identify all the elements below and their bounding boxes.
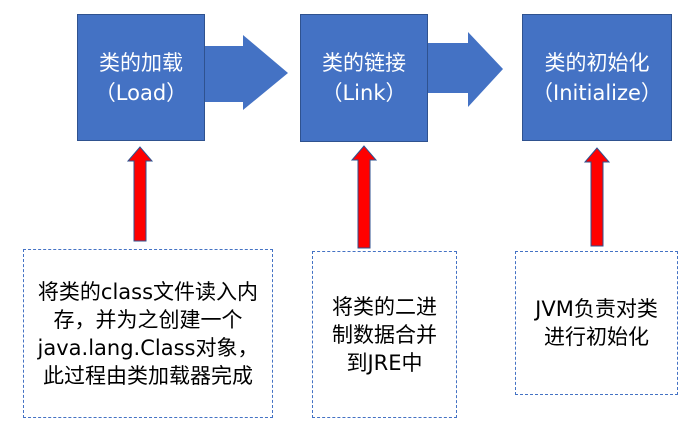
note-line: 此过程由类加载器完成 [43, 363, 253, 388]
up-arrow-link-icon [350, 145, 378, 249]
note-line: 将类的class文件读入内 [37, 279, 259, 304]
flow-arrow-load-to-link-icon [205, 35, 288, 110]
note-line: 到JRE中 [346, 350, 423, 375]
note-box-load: 将类的class文件读入内 存，并为之创建一个 java.lang.Class对… [23, 249, 273, 418]
stage-box-initialize: 类的初始化 （Initialize） [522, 14, 672, 141]
up-arrow-load-icon [126, 146, 154, 242]
stage-link-subtitle: （Link） [321, 81, 407, 105]
stage-initialize-subtitle: （Initialize） [532, 80, 662, 105]
stage-load-subtitle: （Load） [94, 80, 188, 105]
note-line: java.lang.Class对象， [37, 335, 259, 360]
flow-arrow-link-to-initialize-icon [428, 32, 503, 107]
note-line: 存，并为之创建一个 [53, 307, 243, 332]
stage-link-title: 类的链接 [322, 51, 406, 75]
stage-box-load: 类的加载 （Load） [77, 14, 205, 141]
stage-load-title: 类的加载 [99, 50, 183, 75]
note-line: JVM负责对类 [535, 297, 658, 321]
note-box-link: 将类的二进 制数据合并 到JRE中 [312, 251, 457, 418]
up-arrow-initialize-icon [583, 147, 611, 247]
note-box-initialize: JVM负责对类 进行初始化 [515, 251, 678, 395]
note-line: 进行初始化 [544, 325, 649, 349]
stage-box-link: 类的链接 （Link） [300, 14, 428, 142]
stage-initialize-title: 类的初始化 [544, 50, 650, 75]
note-line: 制数据合并 [332, 322, 437, 347]
note-line: 将类的二进 [332, 294, 437, 319]
